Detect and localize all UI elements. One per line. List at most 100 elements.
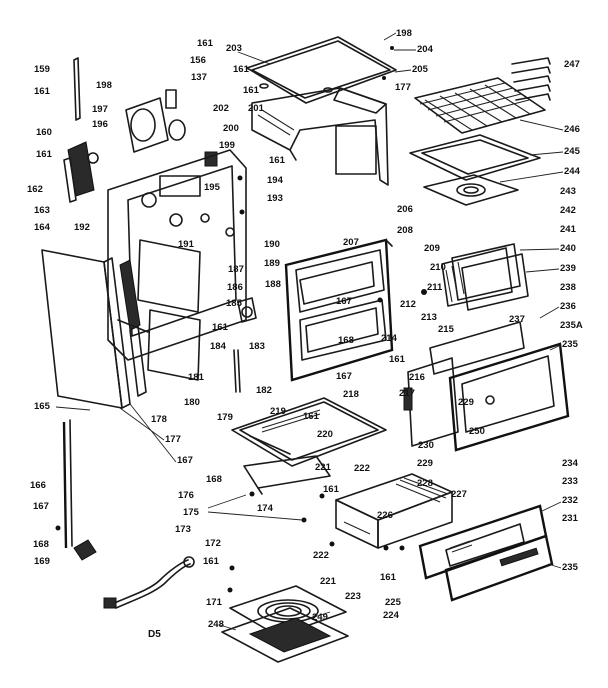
part-label-193: 193 [267, 193, 283, 204]
part-label-194: 194 [267, 175, 284, 186]
part-label-226: 226 [377, 510, 393, 521]
part-label-217: 217 [399, 388, 415, 399]
part-label-161: 161 [197, 38, 214, 49]
part-label-163: 163 [34, 205, 50, 216]
part-label-161: 161 [36, 149, 53, 160]
part-label-246: 246 [564, 124, 580, 135]
part-label-233: 233 [562, 476, 578, 487]
part-label-211: 211 [427, 282, 443, 293]
part-label-204: 204 [417, 44, 434, 55]
part-label-215: 215 [438, 324, 455, 335]
part-label-222: 222 [313, 550, 329, 561]
part-label-242: 242 [560, 205, 576, 216]
part-label-220: 220 [317, 429, 333, 440]
part-label-162: 162 [27, 184, 43, 195]
part-label-212: 212 [400, 299, 416, 310]
part-label-166: 166 [30, 480, 46, 491]
part-label-161: 161 [269, 155, 286, 166]
part-label-D5: D5 [148, 629, 161, 640]
part-label-235A: 235A [560, 320, 583, 331]
part-label-202: 202 [213, 103, 229, 114]
part-label-236: 236 [560, 301, 576, 312]
part-label-231: 231 [562, 513, 579, 524]
part-label-190: 190 [264, 239, 280, 250]
part-label-177: 177 [165, 434, 181, 445]
part-label-167: 167 [33, 501, 49, 512]
control-knob-assembly [63, 57, 99, 203]
part-label-179: 179 [217, 412, 233, 423]
part-label-209: 209 [424, 243, 440, 254]
part-label-248: 248 [208, 619, 224, 630]
part-label-241: 241 [560, 224, 577, 235]
part-label-218: 218 [343, 389, 359, 400]
part-label-221: 221 [320, 576, 337, 587]
part-label-169: 169 [34, 556, 50, 567]
insulation-panel [137, 239, 201, 381]
part-label-203: 203 [226, 43, 242, 54]
part-label-207: 207 [343, 237, 359, 248]
bake-element-bracket [243, 455, 331, 495]
part-label-161: 161 [303, 411, 320, 422]
part-label-222: 222 [354, 463, 370, 474]
broiler-pan [409, 134, 541, 206]
part-label-185: 185 [226, 298, 243, 309]
part-label-235: 235 [562, 339, 579, 350]
part-label-161: 161 [212, 322, 229, 333]
part-label-223: 223 [345, 591, 361, 602]
drip-pan [221, 607, 349, 663]
part-number-labels: 1982042051611561372031611612011772471591… [27, 28, 583, 640]
part-label-171: 171 [206, 597, 223, 608]
part-label-198: 198 [96, 80, 112, 91]
part-label-183: 183 [249, 341, 265, 352]
part-label-159: 159 [34, 64, 50, 75]
part-label-181: 181 [188, 372, 205, 383]
side-panel [41, 249, 149, 409]
part-label-176: 176 [178, 490, 194, 501]
part-label-161: 161 [380, 572, 397, 583]
part-label-175: 175 [183, 507, 200, 518]
part-label-213: 213 [421, 312, 437, 323]
part-label-161: 161 [389, 354, 406, 365]
part-label-168: 168 [33, 539, 49, 550]
part-label-196: 196 [92, 119, 108, 130]
part-label-210: 210 [430, 262, 446, 273]
part-label-192: 192 [74, 222, 90, 233]
part-label-167: 167 [336, 371, 352, 382]
part-label-239: 239 [560, 263, 576, 274]
oven-rack [414, 77, 546, 134]
part-label-200: 200 [223, 123, 239, 134]
part-label-180: 180 [184, 397, 200, 408]
oven-bottom [231, 397, 387, 467]
part-label-172: 172 [205, 538, 221, 549]
leveling-leg [55, 419, 97, 561]
part-label-216: 216 [409, 372, 425, 383]
oven-door [284, 238, 394, 382]
part-label-161: 161 [34, 86, 51, 97]
part-label-247: 247 [564, 59, 580, 70]
rack-supports [511, 57, 551, 101]
part-label-240: 240 [560, 243, 576, 254]
part-label-230: 230 [418, 440, 434, 451]
part-label-199: 199 [219, 140, 235, 151]
part-label-238: 238 [560, 282, 576, 293]
drawer-front [418, 504, 554, 602]
part-label-168: 168 [206, 474, 222, 485]
part-label-229: 229 [458, 397, 474, 408]
part-label-186: 186 [227, 282, 243, 293]
part-label-249: 249 [312, 612, 328, 623]
part-label-195: 195 [204, 182, 221, 193]
hardware-screws [227, 289, 427, 593]
part-label-137: 137 [191, 72, 207, 83]
part-label-184: 184 [210, 341, 227, 352]
lower-door-assembly [403, 321, 570, 452]
part-label-161: 161 [233, 64, 250, 75]
part-label-219: 219 [270, 406, 286, 417]
leader-lines [55, 32, 564, 631]
part-label-161: 161 [203, 556, 220, 567]
part-label-197: 197 [92, 104, 108, 115]
part-label-229: 229 [417, 458, 433, 469]
part-label-225: 225 [385, 597, 402, 608]
part-label-191: 191 [178, 239, 195, 250]
